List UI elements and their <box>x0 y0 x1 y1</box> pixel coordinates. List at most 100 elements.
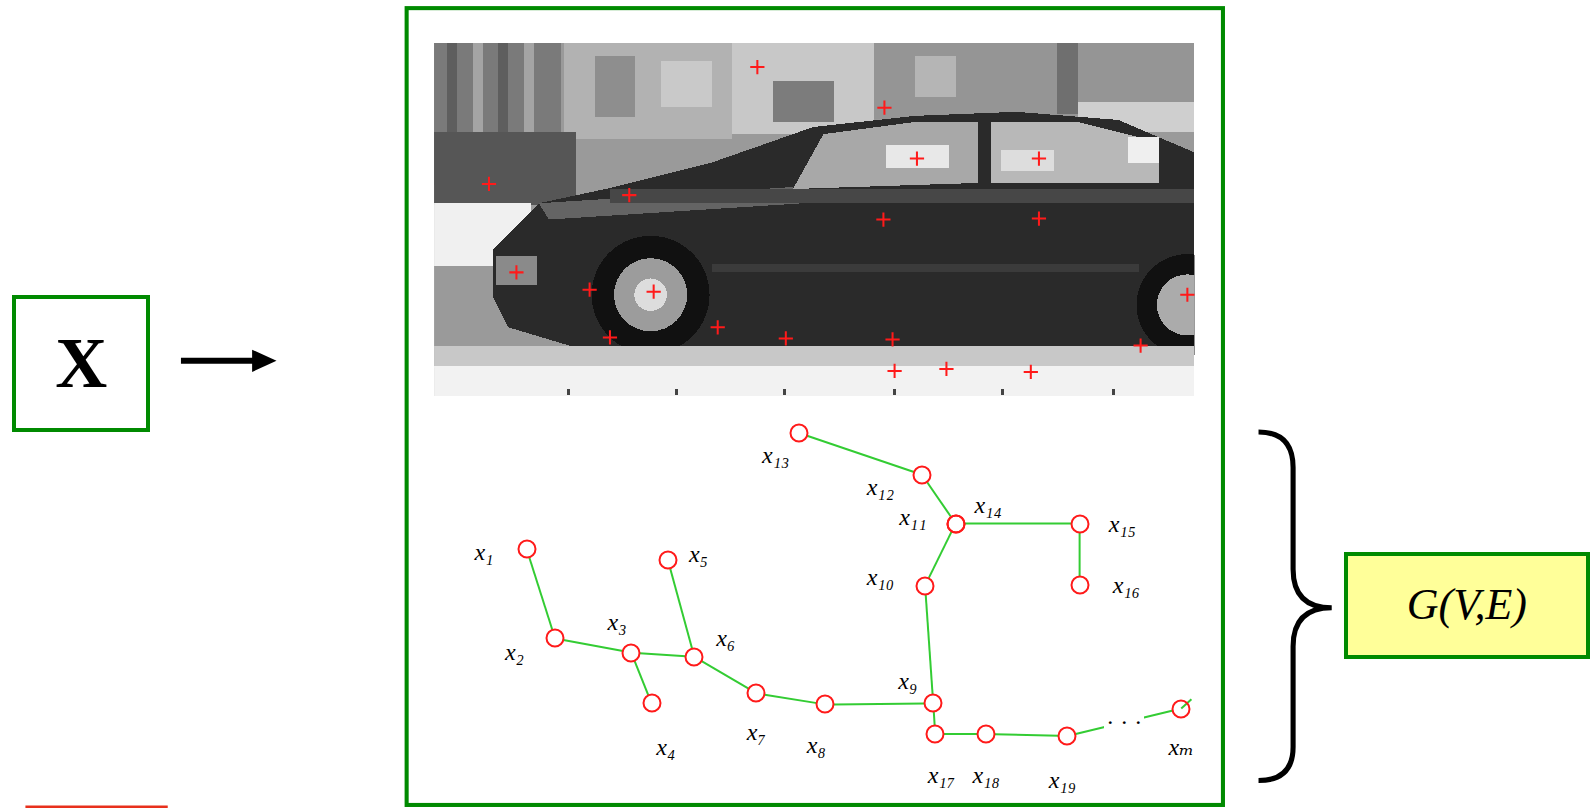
vertex-label: x₁ <box>474 540 493 564</box>
vertex-label: x₁₄ <box>974 493 1001 517</box>
vertex-ring <box>914 466 931 483</box>
graph-vertex: x₁₄ <box>946 514 966 534</box>
vertex-label: x₉ <box>898 669 917 693</box>
graph-vertex: x₅ <box>658 550 678 570</box>
graph-vertex: x₆ <box>684 647 704 667</box>
graph-edge <box>944 733 978 735</box>
vertex-circle <box>517 539 537 559</box>
vertex-ring <box>643 695 660 712</box>
vertex-label: x₁₁ <box>899 505 926 529</box>
vertex-circle <box>789 423 809 443</box>
graph-edge <box>834 703 925 706</box>
graph-vertex: x₁₉ <box>1057 726 1077 746</box>
graph-edge <box>529 557 552 630</box>
vertex-label: x₁₃ <box>762 443 789 467</box>
vertex-ring <box>817 696 834 713</box>
vertex-circle <box>912 465 932 485</box>
vertex-ring <box>978 725 995 742</box>
graph-edge <box>995 734 1059 736</box>
vertex-ring <box>947 515 964 532</box>
graph-edge <box>807 436 914 472</box>
graph-edge <box>640 653 686 656</box>
graph-edge <box>964 523 1071 525</box>
vertex-circle <box>1070 575 1090 595</box>
red-rule <box>25 805 167 808</box>
vertex-circle <box>946 514 966 534</box>
car-image <box>434 43 1194 397</box>
graph-vertex: x₂ <box>545 628 565 648</box>
vertex-label: x₁₅ <box>1109 512 1136 536</box>
vertex-ring <box>1071 576 1088 593</box>
vertex-circle <box>746 683 766 703</box>
input-arrow-head <box>252 350 276 372</box>
vertex-ring <box>686 648 703 665</box>
vertex-ring <box>623 644 640 661</box>
graph-edge <box>634 661 648 696</box>
vertex-ring <box>917 577 934 594</box>
graph-vertex: x₄ <box>642 693 662 713</box>
vertex-circle <box>658 550 678 570</box>
vertex-circle <box>642 693 662 713</box>
graph-edge <box>926 594 933 695</box>
graph-edge <box>670 568 692 648</box>
graph-edge <box>563 640 623 651</box>
vertex-ring <box>925 695 942 712</box>
input-arrow-shaft <box>181 358 254 364</box>
graph-vertex: x₃ <box>621 643 641 663</box>
vertex-circle <box>1171 699 1191 719</box>
vertex-circle <box>1057 726 1077 746</box>
vertex-label: x₁₂ <box>867 475 894 499</box>
vertex-circle <box>621 643 641 663</box>
vertex-label: x₄ <box>656 735 675 759</box>
graph-vertex: x₁₃ <box>789 423 809 443</box>
vertex-ring <box>659 552 676 569</box>
vertex-label: x₈ <box>807 733 826 757</box>
curly-brace <box>1259 432 1332 781</box>
vertex-ring <box>748 685 765 702</box>
vertex-label: x₆ <box>716 626 735 650</box>
graph-vertex: x₁₅ <box>1070 514 1090 534</box>
vertex-label: x₂ <box>505 640 524 664</box>
vertex-circle <box>1070 514 1090 534</box>
vertex-ring <box>518 540 535 557</box>
graph-edge <box>929 531 952 578</box>
vertex-label: x₇ <box>747 720 766 744</box>
vertex-ring <box>547 630 564 647</box>
graph-edge <box>933 712 936 726</box>
graph-vertex: x₁₂ <box>912 465 932 485</box>
vertex-ring <box>1173 700 1190 717</box>
box-label: X <box>55 327 107 399</box>
input-box: X <box>12 295 150 432</box>
graph-edge <box>927 482 951 517</box>
vertex-label: x₅ <box>689 542 708 566</box>
vertex-ring <box>927 725 944 742</box>
keypoint-marks <box>482 60 1195 379</box>
graph-vertex: x₉ <box>923 693 943 713</box>
vertex-circle <box>815 694 835 714</box>
vertex-label: x₁₉ <box>1049 768 1076 792</box>
edge-label: · · · <box>1104 710 1144 734</box>
vertex-ring <box>947 515 964 532</box>
graph-vertex: x₁₆ <box>1070 575 1090 595</box>
graph-edge <box>702 661 749 689</box>
graph-edge <box>1076 711 1173 734</box>
vertex-circle <box>684 647 704 667</box>
vertex-circle <box>923 693 943 713</box>
vertex-ring <box>1059 728 1076 745</box>
vertex-label: xₘ <box>1169 735 1194 759</box>
vertex-label: x₃ <box>608 610 627 634</box>
graph-vertex: x₇ <box>746 683 766 703</box>
graph-vertex: x₁₈ <box>976 724 996 744</box>
box-label: G(V,E) <box>1407 583 1527 627</box>
vertex-circle <box>925 724 945 744</box>
graph-vertex: x₁ <box>517 539 537 559</box>
graph-edge <box>765 695 817 703</box>
vertex-label: x₁₈ <box>972 763 999 787</box>
graph-vertex: x₁₀ <box>915 576 935 596</box>
vertex-label: x₁₀ <box>867 565 894 589</box>
vertex-circle <box>976 724 996 744</box>
graph-edge <box>1079 532 1081 576</box>
vertex-circle <box>946 514 966 534</box>
vertex-label: x₁₇ <box>928 763 955 787</box>
